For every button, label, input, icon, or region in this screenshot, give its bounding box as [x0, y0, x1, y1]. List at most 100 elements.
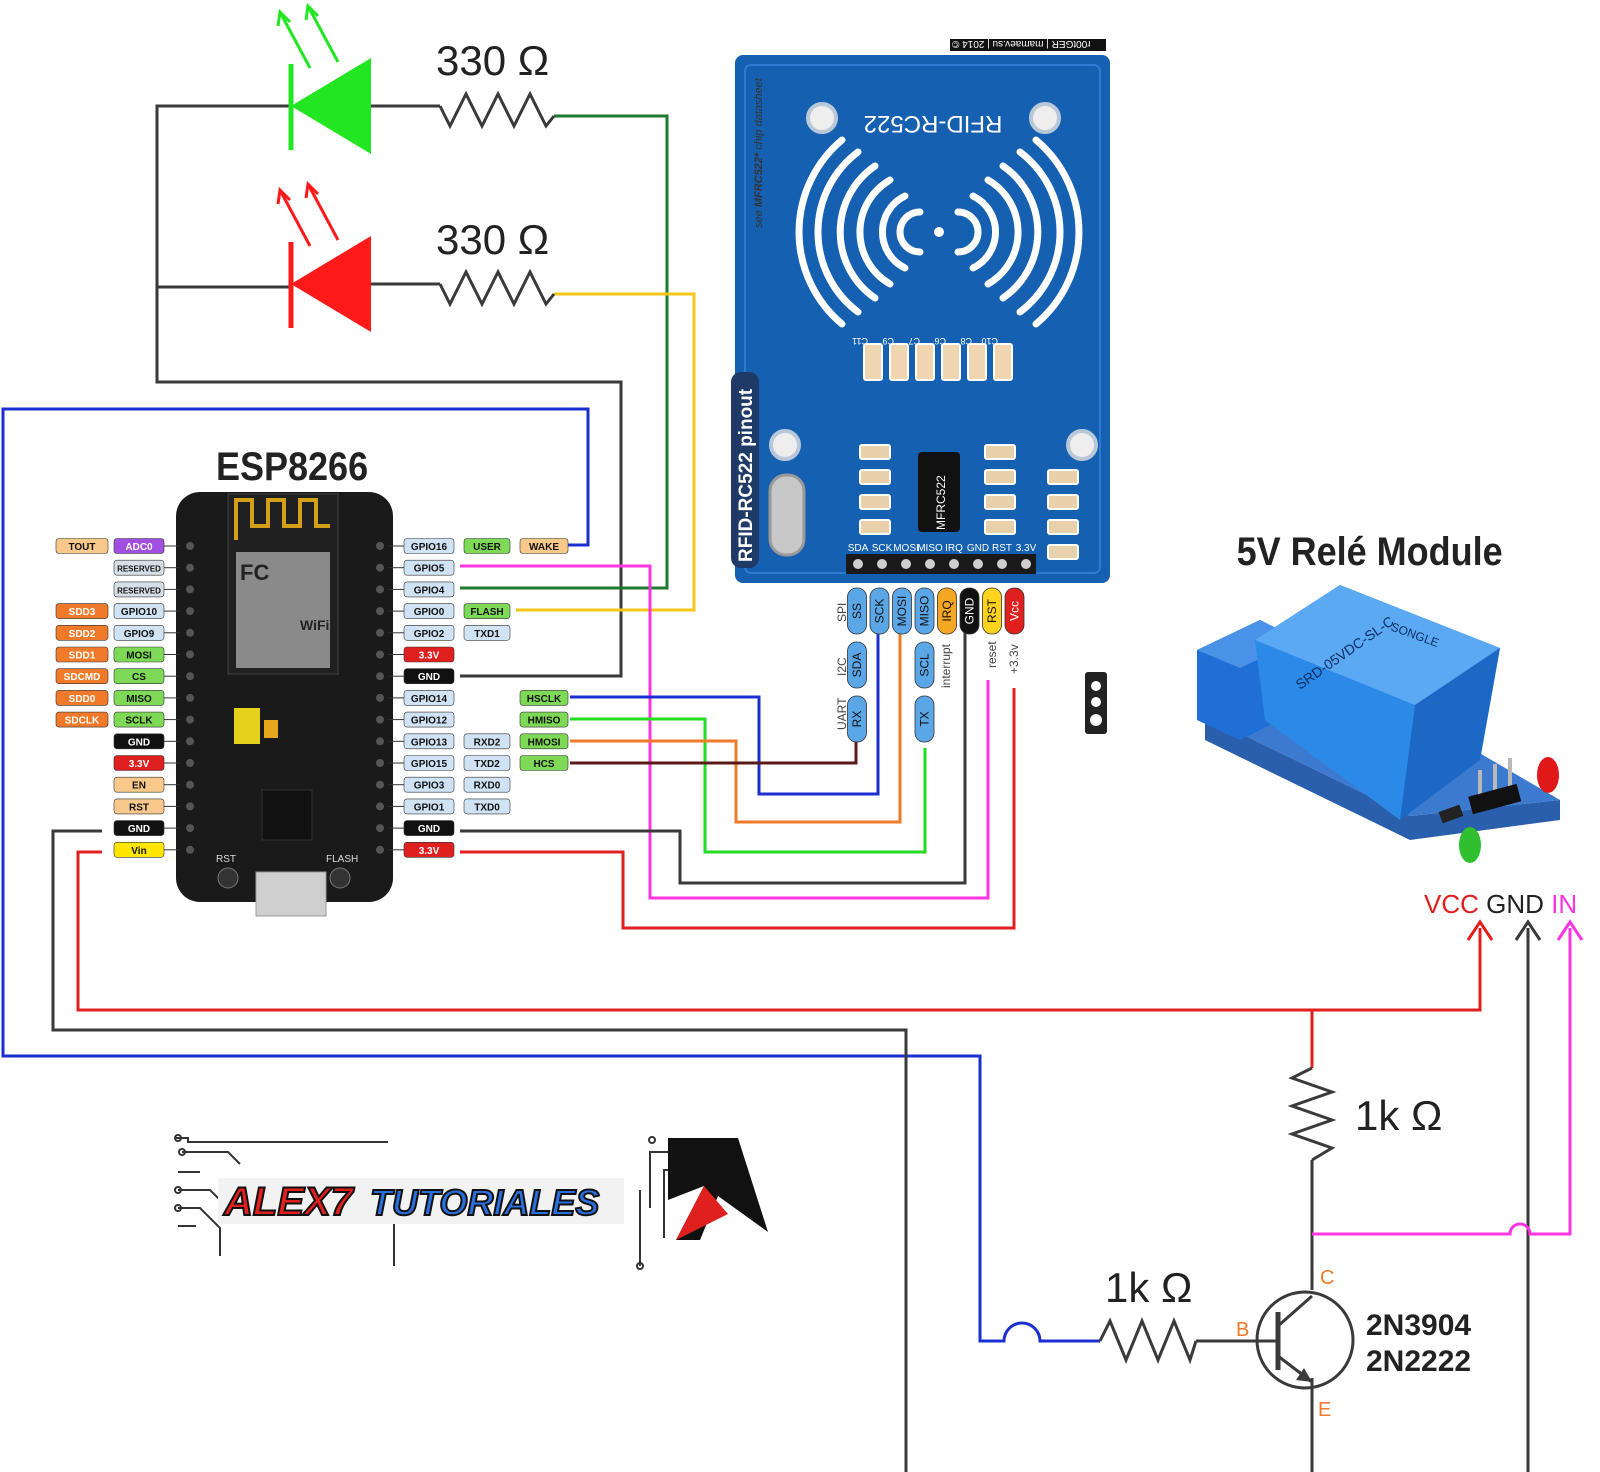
rfid-header-label: MOSI: [893, 543, 919, 554]
esp-right-alt-label: USER: [473, 542, 502, 553]
esp-pin-hole: [376, 607, 384, 616]
esp-pin-hole: [186, 802, 194, 811]
rfid-header-label: MISO: [917, 543, 943, 554]
esp-chip-cp2102: [261, 789, 313, 841]
relay-arrows: [1466, 919, 1584, 941]
esp-left-pin-label: SCLK: [125, 716, 153, 727]
esp-right-pin-label: GPIO2: [414, 629, 445, 640]
wire-green-gpio4: [460, 114, 669, 590]
wire-gnd-relay: [51, 829, 1530, 1472]
usb-port: [255, 871, 327, 917]
relay-pcb: [1205, 716, 1560, 840]
wire-blue-base: [1, 407, 1100, 1343]
wires: [1, 104, 1572, 1472]
esp-left-alt-label: SDD3: [69, 607, 96, 618]
esp-right-pin-box: [403, 624, 455, 641]
esp-right-alt-box: [463, 733, 511, 750]
esp-right-func-box: [519, 538, 569, 554]
logo-tutoriales: TUTORIALES: [370, 1182, 599, 1223]
rfid-mount-hole: [1066, 429, 1098, 461]
rfid-smd-part: [859, 469, 891, 485]
led-red-body: [291, 236, 371, 332]
resistor-red-label: 330 Ω: [436, 216, 549, 263]
esp-right-func-label: HMISO: [528, 716, 561, 727]
wire-rfid-gnd: [460, 628, 967, 885]
rfid-pin-pill: [1004, 587, 1025, 635]
resistor-red: [438, 268, 556, 308]
transistor-circle: [1255, 1290, 1355, 1390]
esp-left-alt-box: [55, 646, 109, 663]
flash-button-icon: [329, 867, 351, 889]
svg-text:FC: FC: [240, 560, 269, 585]
esp-pin-hole: [376, 759, 384, 767]
esp-right-func-label: HCS: [533, 759, 554, 770]
esp-right-pin-box: [403, 690, 455, 706]
rfid-i2c-label: I2C: [835, 657, 849, 676]
esp-pin-hole: [376, 780, 384, 789]
wire-miso: [570, 717, 927, 854]
rfid-crystal: [768, 473, 806, 557]
esp-pin-hole: [376, 845, 384, 854]
rfid-pin-label: SCK: [873, 599, 887, 624]
esp-left-pin-label: ADC0: [125, 542, 153, 553]
wire-yellow-gpio0: [516, 292, 696, 612]
esp-left-alt-label: SDCLK: [65, 716, 100, 727]
rfid-smd-part: [1047, 519, 1079, 535]
rfid-pin-pill: [847, 587, 867, 635]
rfid-pin-pill: [869, 587, 890, 635]
svg-text:WiFi: WiFi: [300, 617, 329, 633]
wire-collector-in: [1312, 928, 1572, 1236]
rfid-pin-pill: [914, 587, 935, 635]
resistor-green-label: 330 Ω: [436, 37, 549, 84]
esp-right-pin-label: GPIO5: [414, 564, 445, 575]
rfid-pin-label: RST: [985, 598, 999, 623]
rfid-header-label: GND: [967, 543, 989, 554]
rfid-cap-label: C6: [934, 336, 946, 346]
relay-pin-labels: VCC GND IN: [1424, 889, 1577, 919]
esp-pin-hole: [376, 693, 384, 702]
rfid-uart-label: UART: [835, 697, 849, 730]
relay-led-red-icon: [1537, 757, 1559, 793]
esp-right-alt-label: TXD0: [474, 802, 500, 813]
esp-pin-hole: [376, 824, 384, 833]
esp-right-pin-label: GND: [418, 824, 440, 835]
esp-right-func-box: [519, 711, 569, 728]
esp-left-pin-label: CS: [132, 672, 146, 683]
esp-right-func-box: [519, 733, 569, 750]
esp-right-alt-box: [463, 798, 511, 815]
rfid-pin-label: SCL: [918, 653, 932, 677]
rfid-pin-pill: [914, 695, 935, 743]
esp-right-pin-label: GPIO13: [411, 737, 448, 748]
arrow-in: [1556, 919, 1584, 941]
esp-left-alt-box: [55, 603, 109, 619]
esp-pin-hole: [376, 802, 384, 811]
esp-pin-hole: [376, 650, 384, 659]
esp-left-alt-label: SDD0: [69, 694, 96, 705]
rfid-cap: [889, 343, 909, 381]
esp-right-pin-label: GND: [418, 672, 440, 683]
relay-pin-in: IN: [1551, 889, 1577, 919]
rfid-smd-part: [859, 444, 891, 460]
esp-pin-hole: [376, 672, 384, 681]
esp-pin-hole: [186, 650, 194, 659]
led-red: [276, 180, 440, 332]
rfid-smd-part: [859, 494, 891, 510]
esp-title: ESP8266: [216, 445, 368, 489]
transistor-b-label: B: [1236, 1319, 1249, 1341]
esp-capacitor: [234, 708, 260, 744]
rfid-pin-label: SS: [850, 603, 864, 619]
esp-pin-hole: [376, 542, 384, 550]
esp-right-pin-box: [403, 733, 455, 750]
rfid-pin-label: GND: [963, 597, 977, 624]
esp-right-alt-box: [463, 624, 511, 641]
esp-left-alt-label: SDCMD: [64, 672, 101, 683]
logo-alex7: ALEX7: [223, 1180, 355, 1224]
esp-pin-hole: [186, 737, 194, 746]
resistor-base-label: 1k Ω: [1105, 1264, 1192, 1311]
resistor-collector: [1287, 1066, 1337, 1162]
wire-vin-vcc: [76, 850, 1482, 1012]
esp-left-pin-label: GPIO10: [121, 607, 158, 618]
esp-right-alt-box: [463, 538, 511, 554]
